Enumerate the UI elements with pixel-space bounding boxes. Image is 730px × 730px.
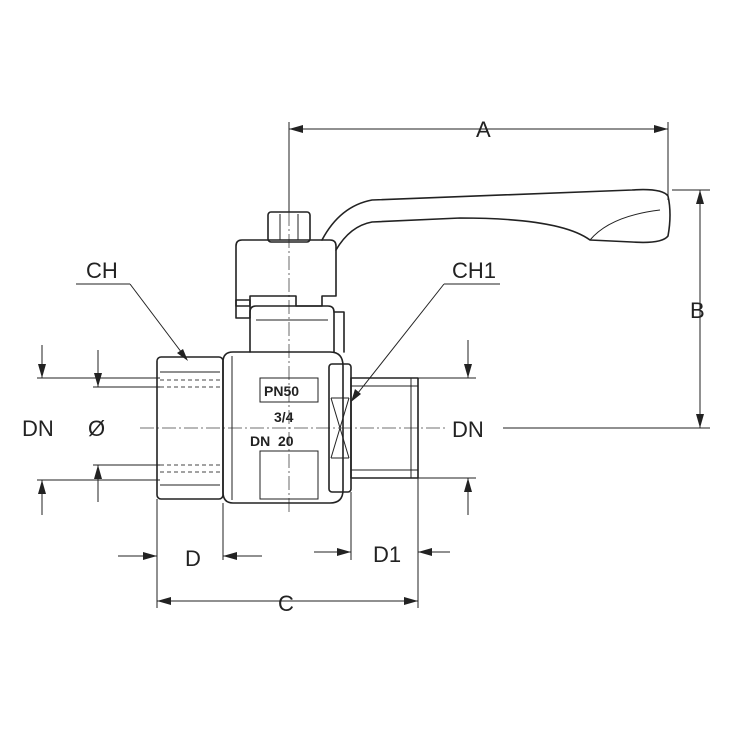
leader-ch1: CH1 bbox=[351, 258, 500, 402]
label-ch: CH bbox=[86, 258, 118, 283]
dimension-d1: D1 bbox=[314, 478, 450, 608]
label-dn-left: DN bbox=[22, 416, 54, 441]
centerlines bbox=[140, 212, 448, 515]
valve-body bbox=[156, 299, 419, 504]
marking-nominal: DN 20 bbox=[250, 433, 294, 449]
label-diameter: Ø bbox=[88, 416, 105, 441]
label-d: D bbox=[185, 546, 201, 571]
female-thread-hidden bbox=[160, 379, 220, 473]
leader-ch: CH bbox=[76, 258, 188, 361]
label-d1: D1 bbox=[373, 542, 401, 567]
lever-handle bbox=[235, 188, 671, 307]
marking-plate-bottom bbox=[259, 450, 319, 500]
marking-size: 3/4 bbox=[274, 409, 294, 425]
central-body bbox=[222, 351, 344, 504]
dimension-d: D bbox=[118, 499, 262, 608]
marking-plate-top bbox=[259, 377, 319, 403]
body-markings: PN50 3/4 DN 20 bbox=[250, 383, 299, 449]
label-dn-right: DN bbox=[452, 417, 484, 442]
dimension-c: C bbox=[157, 591, 418, 616]
dimension-diameter: Ø bbox=[88, 350, 160, 502]
dimension-b: B bbox=[503, 189, 710, 429]
dimension-dn-right: DN bbox=[418, 340, 484, 515]
label-a: A bbox=[476, 117, 491, 142]
label-c: C bbox=[278, 591, 294, 616]
lever-arm bbox=[321, 188, 671, 251]
stem-neck bbox=[249, 305, 335, 353]
right-male-end bbox=[350, 377, 419, 479]
handle-hub bbox=[235, 239, 337, 307]
marking-pressure: PN50 bbox=[264, 383, 299, 399]
label-b: B bbox=[690, 298, 705, 323]
label-ch1: CH1 bbox=[452, 258, 496, 283]
dimension-a: A bbox=[288, 117, 669, 212]
